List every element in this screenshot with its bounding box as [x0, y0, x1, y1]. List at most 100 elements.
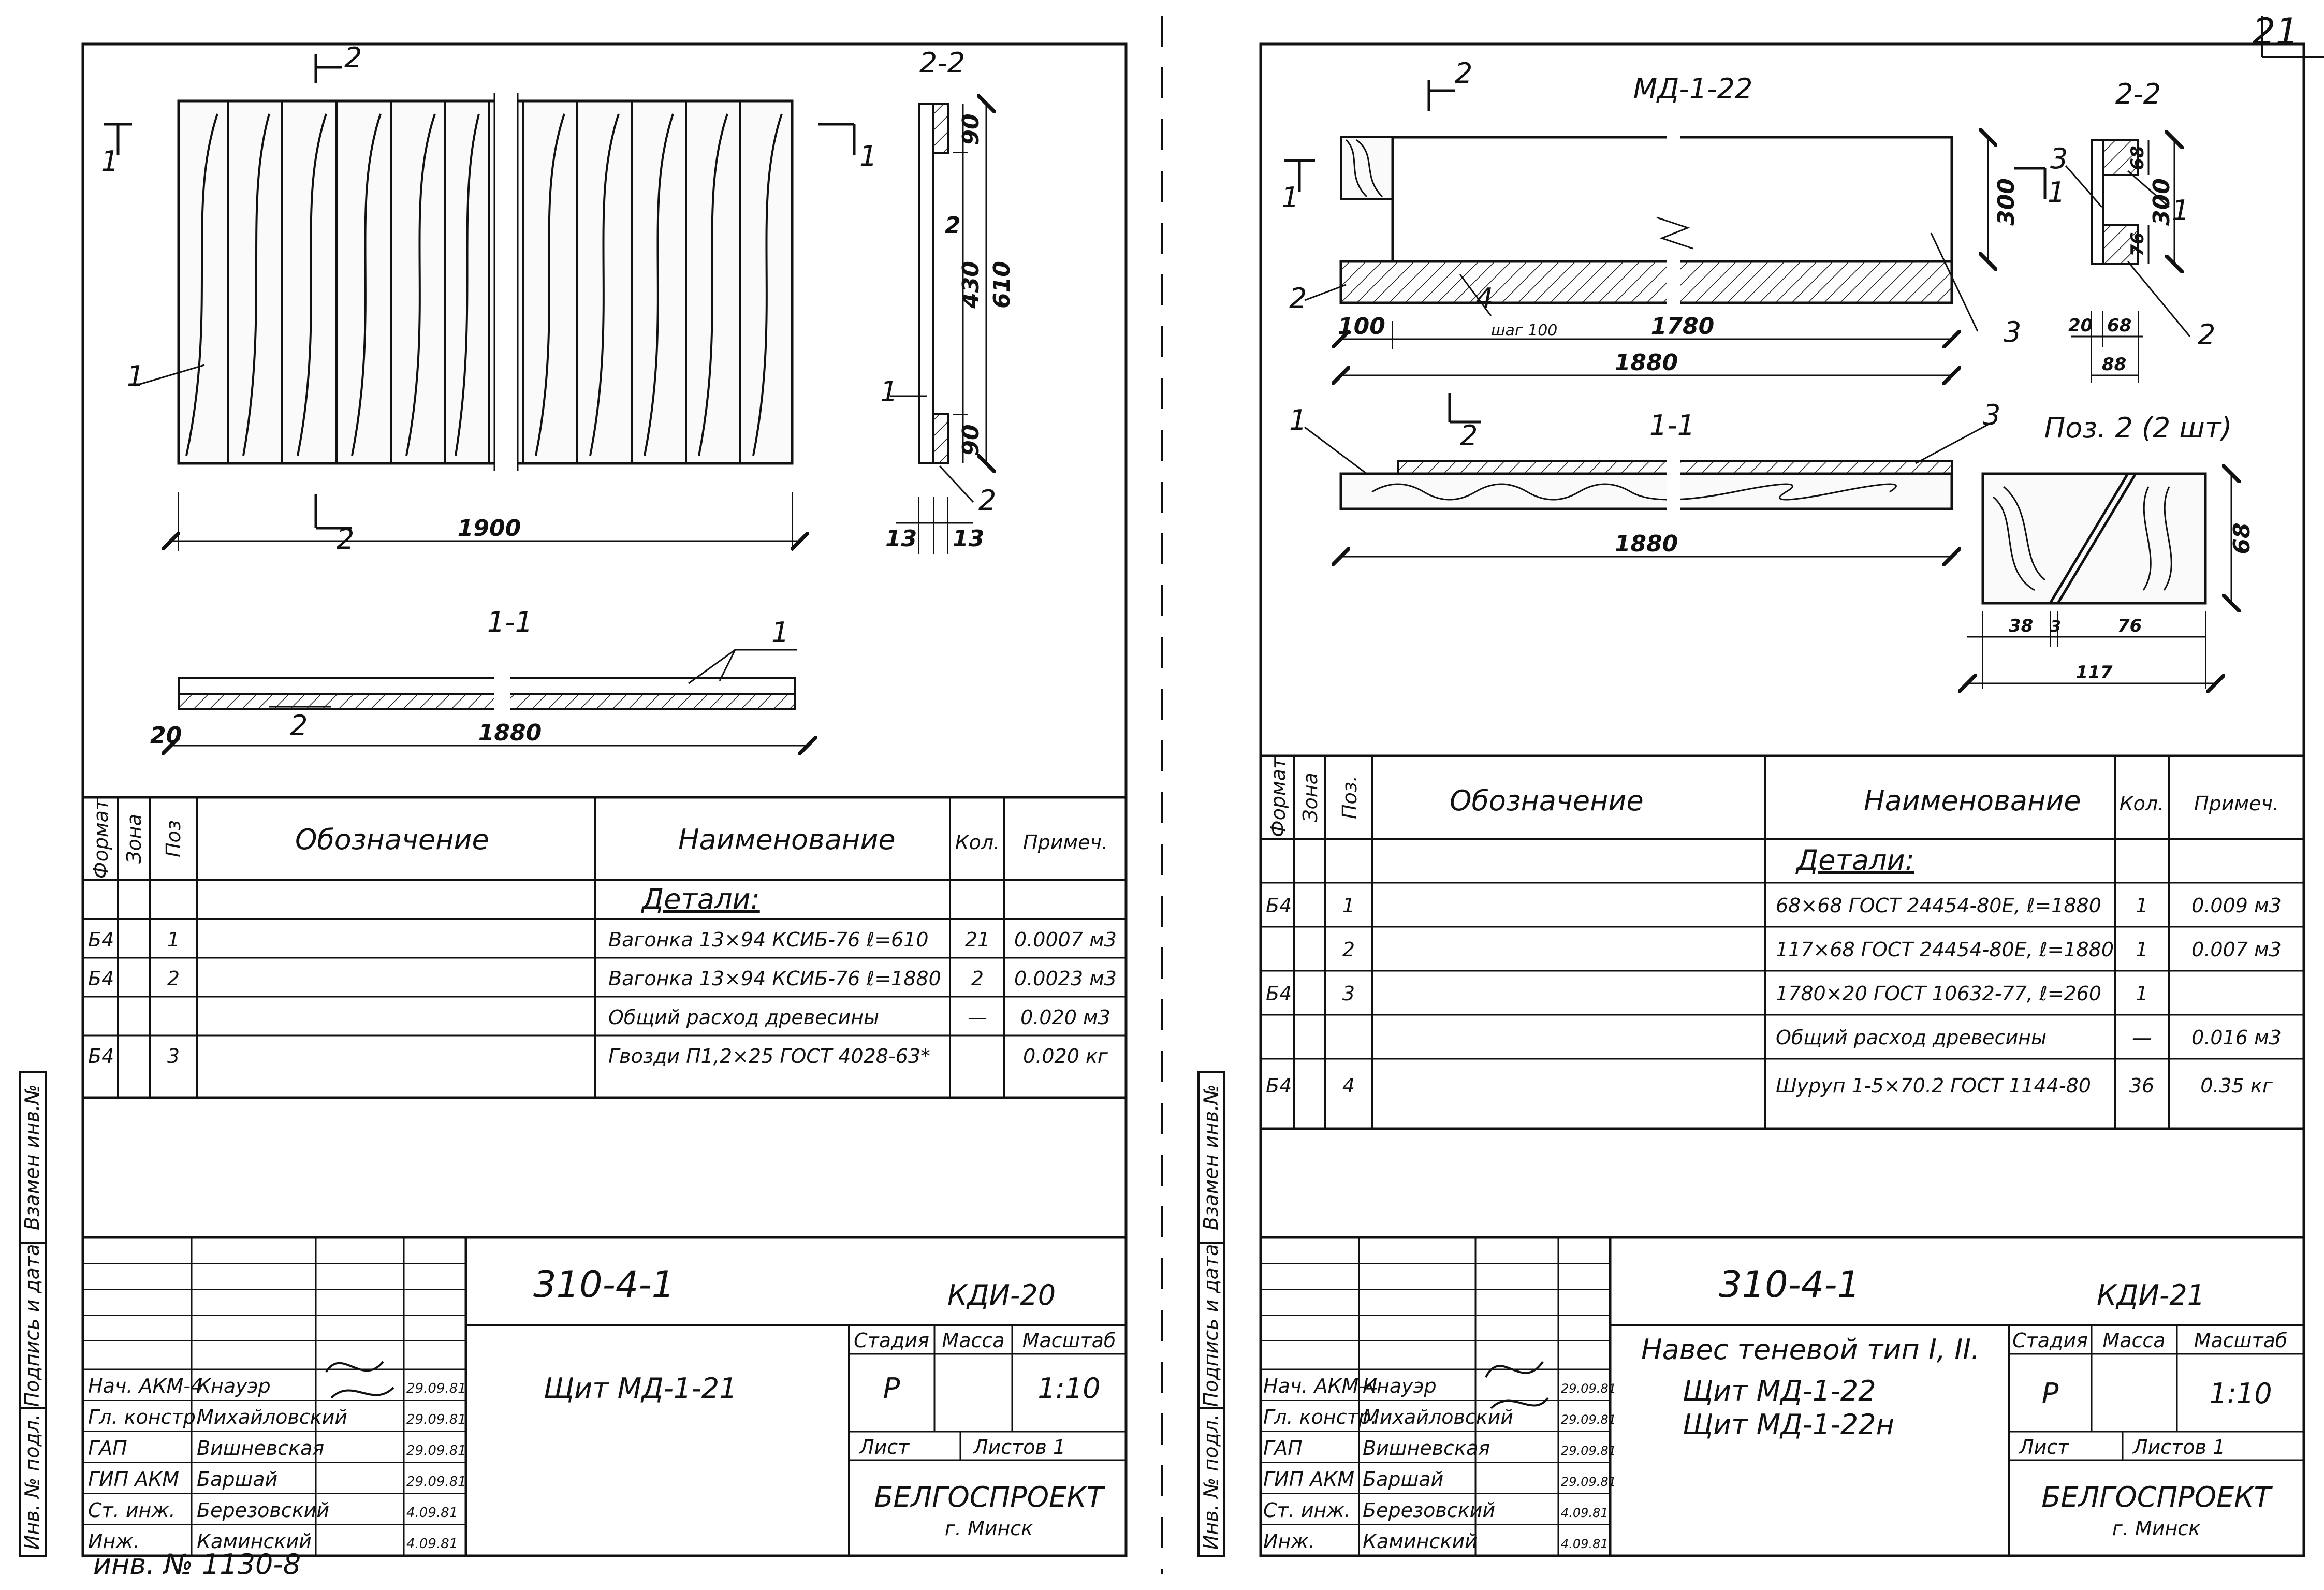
- r-section-1-1-label: 1-1: [1649, 409, 1695, 442]
- row4-name: Гвозди П1,2×25 ГОСТ 4028-63*: [608, 1045, 930, 1068]
- r-doc-title-line-1: Навес теневой тип I, II.: [1641, 1333, 1980, 1366]
- col-pos: Поз: [162, 820, 185, 857]
- person-5: Каминский: [197, 1530, 312, 1553]
- r-person-5: Каминский: [1363, 1530, 1478, 1553]
- date-2: 29.09.81: [406, 1443, 466, 1458]
- r-date-0: 29.09.81: [1561, 1381, 1616, 1396]
- r-sec-callout-2: 2: [2198, 318, 2215, 351]
- r-person-3: Баршай: [1363, 1468, 1443, 1491]
- r-stage-value: Р: [2042, 1377, 2059, 1410]
- table-row: 2 117×68 ГОСТ 24454-80Е, ℓ=1880 1 0.007 …: [1342, 938, 2282, 961]
- r-row5-note: 0.35 кг: [2200, 1074, 2273, 1097]
- cut-mark-1-right-r: 1: [2048, 176, 2065, 209]
- dim-section-1880: 1880: [478, 720, 542, 746]
- role-0: Нач. АКМ-4: [88, 1375, 203, 1397]
- table-row: Б4 3 1780×20 ГОСТ 10632-77, ℓ=260 1: [1266, 982, 2148, 1005]
- dim-bottom-90: 90: [958, 424, 984, 456]
- dim-gap-2: 2: [945, 212, 961, 239]
- col-designation: Обозначение: [295, 823, 489, 856]
- row4-format: Б4: [88, 1045, 114, 1068]
- r-role-4: Ст. инж.: [1263, 1499, 1351, 1522]
- signature-scribble: [325, 1361, 394, 1399]
- dim-section-20: 20: [150, 722, 182, 749]
- r-side-label-replace: Взамен инв.№: [1200, 1084, 1222, 1230]
- r-row5-qty: 36: [2129, 1074, 2154, 1097]
- dim-width-1900: 1900: [458, 515, 521, 542]
- dim-offset-100: 100: [1338, 313, 1385, 340]
- r-row3-pos: 3: [1342, 982, 1355, 1005]
- right-title-block: 310-4-1 КДИ-21 Навес теневой тип I, II. …: [1261, 1236, 2304, 1556]
- left-title-block: 310-4-1 КДИ-20 Щит МД-1-21 Стадия Масса …: [83, 1236, 1126, 1556]
- doc-title-line-1: Щит МД-1-21: [544, 1372, 737, 1405]
- r-row2-qty: 1: [2136, 938, 2148, 961]
- cut-mark-2-top: 2: [344, 41, 362, 74]
- r-s11-callout-1: 1: [1289, 404, 1307, 436]
- r-date-4: 4.09.81: [1561, 1506, 1609, 1520]
- left-spec-table: Формат Зона Поз Обозначение Наименование…: [81, 796, 1128, 1099]
- person-1: Михайловский: [197, 1406, 347, 1428]
- scale-label: Масштаб: [1022, 1329, 1116, 1352]
- org-city: г. Минск: [945, 1517, 1033, 1540]
- left-section-1-1: 1-1 1 2 1880 20: [150, 606, 808, 749]
- r-sec-callout-1: 1: [2172, 194, 2189, 227]
- table-row: Б4 2 Вагонка 13×94 КСИБ-76 ℓ=1880 2 0.00…: [88, 967, 1117, 990]
- r-col-name: Наименование: [1864, 784, 2081, 817]
- r-row1-note: 0.009 м3: [2191, 894, 2282, 917]
- date-5: 4.09.81: [406, 1536, 458, 1552]
- r-person-0: Кнауэр: [1363, 1375, 1437, 1397]
- mark-md-1-22: МД-1-22: [1633, 72, 1753, 105]
- role-4: Ст. инж.: [88, 1499, 176, 1522]
- r-mass-label: Масса: [2102, 1329, 2165, 1352]
- date-4: 4.09.81: [406, 1505, 458, 1521]
- section-1-1-label: 1-1: [487, 606, 533, 638]
- r-dim-68-top: 68: [2127, 145, 2148, 170]
- r-row3-qty: 1: [2136, 982, 2148, 1005]
- row3-qty: —: [968, 1006, 987, 1029]
- dim-inner-1780: 1780: [1651, 313, 1714, 340]
- table-row: Б4 1 68×68 ГОСТ 24454-80Е, ℓ=1880 1 0.00…: [1266, 894, 2282, 917]
- r-sheet-code: КДИ-21: [2097, 1279, 2205, 1311]
- r-row3-name: 1780×20 ГОСТ 10632-77, ℓ=260: [1776, 982, 2101, 1005]
- r-s11-callout-3: 3: [1983, 399, 2000, 431]
- r-row5-name: Шуруп 1-5×70.2 ГОСТ 1144-80: [1776, 1074, 2091, 1097]
- sheet-code: КДИ-20: [947, 1279, 1056, 1311]
- r-sec-callout-3: 3: [2050, 142, 2068, 175]
- right-side-labels: Взамен инв.№ Подпись и дата Инв. № подл.: [1197, 1071, 1225, 1557]
- right-section-2-2: 2-2 68 300 76 3 1 2 20 68 88: [2050, 78, 2215, 383]
- dim-board-13-left: 13: [885, 526, 917, 552]
- row2-pos: 2: [167, 967, 180, 990]
- r-dim-68-mid: 68: [2107, 315, 2131, 336]
- r-role-3: ГИП АКМ: [1263, 1468, 1354, 1491]
- doc-code: 310-4-1: [533, 1263, 675, 1306]
- cut-mark-1-left: 1: [101, 145, 119, 178]
- row4-note: 0.020 кг: [1023, 1045, 1108, 1068]
- r-col-qty: Кол.: [2120, 792, 2165, 815]
- cut-mark-2-bottom: 2: [337, 523, 354, 556]
- r-dim-76: 76: [2127, 232, 2148, 256]
- right-sheet: МД-1-22 2 1 1 2 2 4 3 300 100: [1197, 42, 2305, 1557]
- r-dim-20: 20: [2068, 315, 2093, 336]
- pos2-dim-68: 68: [2229, 522, 2255, 554]
- r-scale-value: 1:10: [2209, 1377, 2272, 1410]
- row1-note: 0.0007 м3: [1014, 928, 1117, 951]
- r-col-designation: Обозначение: [1450, 784, 1644, 817]
- stage-value: Р: [883, 1372, 900, 1405]
- row2-name: Вагонка 13×94 КСИБ-76 ℓ=1880: [608, 967, 941, 990]
- col-format: Формат: [90, 798, 112, 879]
- dim-mid-430: 430: [958, 261, 984, 309]
- person-0: Кнауэр: [197, 1375, 271, 1397]
- r-row1-pos: 1: [1342, 894, 1355, 917]
- r-col-note: Примеч.: [2194, 792, 2279, 815]
- front-callout-3: 3: [2004, 316, 2021, 348]
- callout-pos-1: 1: [127, 360, 144, 392]
- right-section-1-1: 1-1 1 3 1880: [1289, 399, 2000, 557]
- table-row: Б4 4 Шуруп 1-5×70.2 ГОСТ 1144-80 36 0.35…: [1266, 1074, 2273, 1097]
- dim-board-13-right: 13: [953, 526, 984, 552]
- section-1-1-callout-2: 2: [290, 709, 308, 742]
- table-row: Б4 1 Вагонка 13×94 КСИБ-76 ℓ=610 21 0.00…: [88, 928, 1117, 951]
- r-date-5: 4.09.81: [1561, 1537, 1609, 1551]
- dim-total-1880: 1880: [1615, 349, 1678, 376]
- col-name: Наименование: [678, 823, 896, 856]
- side-label-inv: Инв. № подл.: [21, 1414, 43, 1550]
